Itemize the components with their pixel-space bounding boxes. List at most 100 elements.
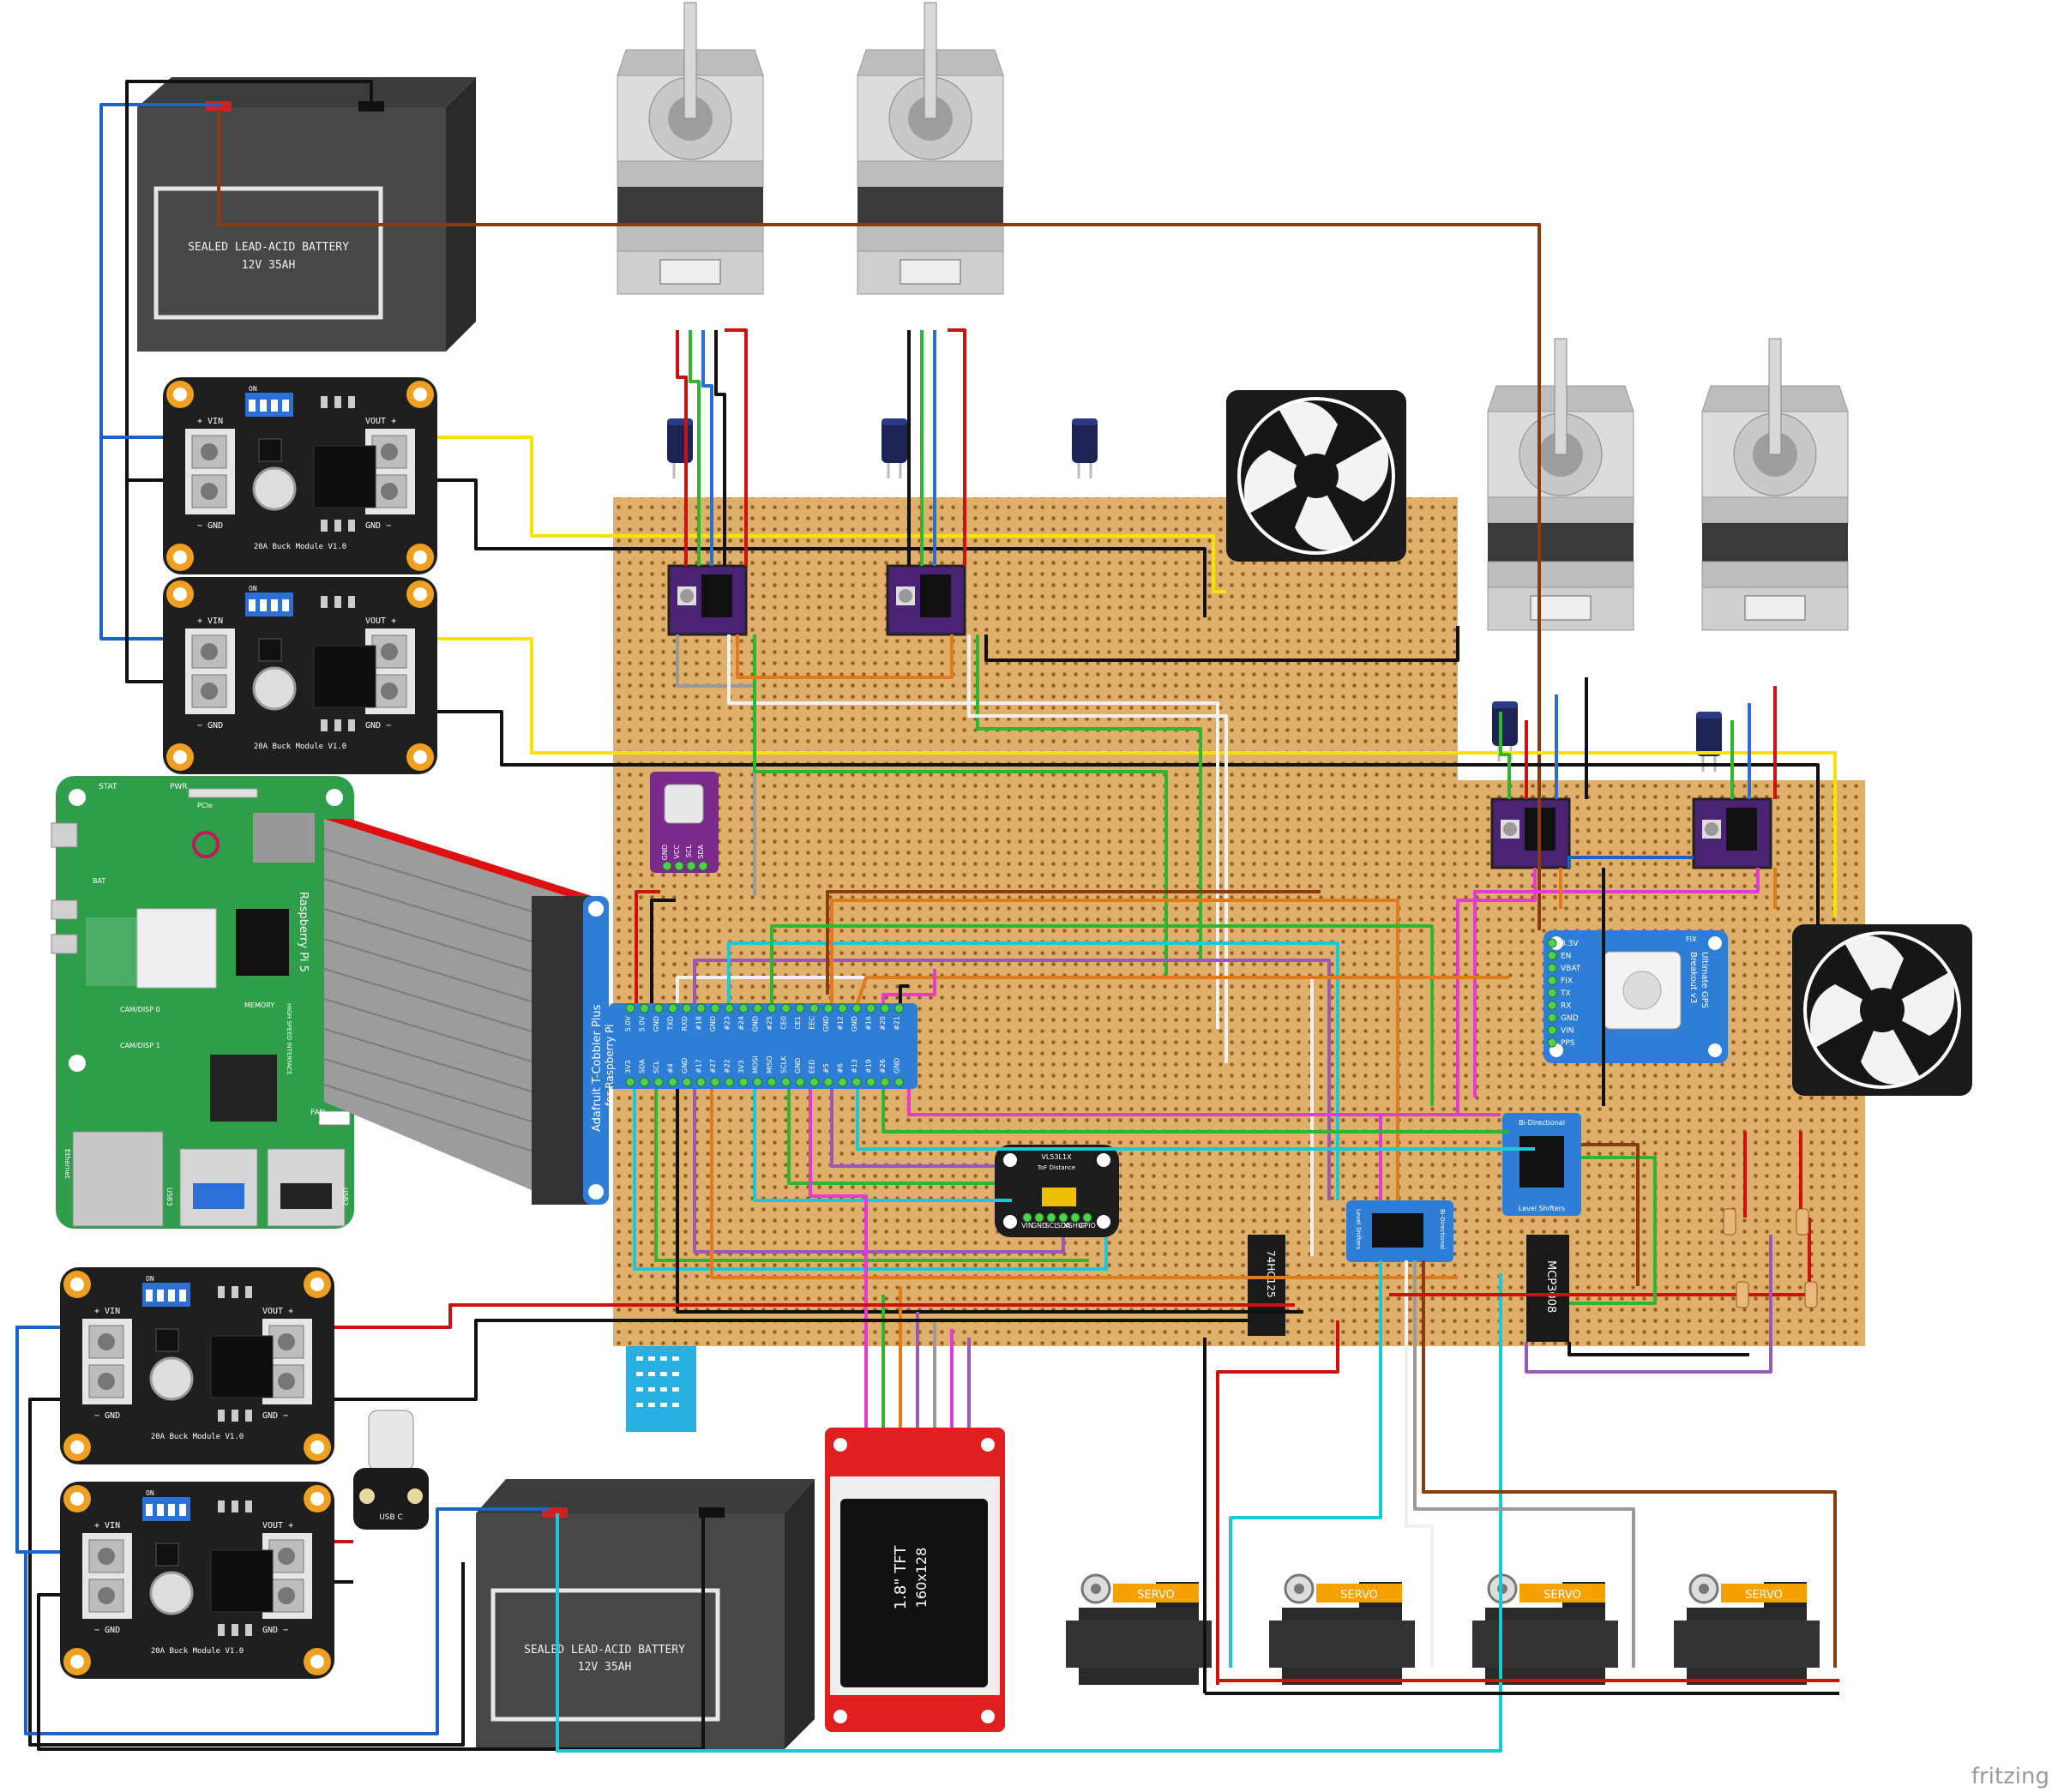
stepper-driver-4 (1692, 797, 1772, 869)
resistors (1723, 1208, 1818, 1308)
tof-pin-label: SDA (1056, 1222, 1071, 1230)
buck-module-2: + VIN VOUT + − GND GND − 20A Buck Module… (161, 575, 439, 776)
buck2-vin: + VIN (197, 616, 223, 626)
cobbler-top-pin-dot (668, 1003, 677, 1013)
cobbler-bottom-pin-label: 3V3 (737, 1060, 745, 1073)
gps-pin-dot (1547, 988, 1557, 998)
cobbler-bottom-pin-dot (640, 1077, 649, 1087)
servo-2-label: SERVO (1340, 1589, 1378, 1602)
tof-pin-label: GND (1032, 1222, 1047, 1230)
buck2-vout: VOUT + (365, 616, 396, 626)
cobbler-top-pin-dot (894, 1003, 904, 1013)
buck4-vout: VOUT + (262, 1521, 293, 1530)
buck4-gnd-right: GND − (262, 1626, 288, 1635)
bme-pin-label: VCC (673, 845, 681, 859)
cobbler-top-pin-dot (880, 1003, 890, 1013)
pi-pcie-label: PCIe (197, 802, 213, 809)
gps-pin-dot (1547, 1037, 1557, 1048)
ribbon-cable (323, 819, 592, 1205)
usb-c-label: USB C (379, 1513, 403, 1522)
cobbler-top-pin-label: EEC (809, 1016, 816, 1030)
cobbler-top-pin-label: #20 (879, 1016, 887, 1031)
cobbler-top-pin-dot (640, 1003, 649, 1013)
cobbler-top-pin-dot (738, 1003, 749, 1013)
capacitor-2 (880, 417, 909, 480)
cobbler-bottom-pin-dot (838, 1077, 847, 1087)
cobbler-bottom-pin-dot (851, 1077, 862, 1087)
cobbler-top-pin-label: GND (851, 1016, 858, 1031)
battery-top-line1: SEALED LEAD-ACID BATTERY (188, 241, 349, 254)
pi-stat-label: STAT (99, 783, 117, 791)
cobbler-top-pin-dot (781, 1003, 791, 1013)
pi-high-speed-label: HIGH SPEED INTERFACE (286, 1003, 292, 1075)
buck4-gnd-left: − GND (94, 1626, 120, 1635)
cobbler-bottom-pin-label: GND (794, 1058, 802, 1073)
tft-line1: 1.8" TFT (892, 1545, 910, 1610)
cobbler-top-pin-label: 5.0V (624, 1015, 632, 1031)
tof-subtitle: ToF Distance (1037, 1164, 1075, 1171)
gps-pin-dot (1547, 963, 1557, 973)
servo-4-label: SERVO (1745, 1589, 1783, 1602)
buck4-vin: + VIN (94, 1521, 120, 1530)
bme-pin-label: SDA (697, 844, 705, 858)
gps-pin-label: RX (1561, 1002, 1571, 1011)
capacitor-1 (665, 417, 695, 480)
servo-1-label: SERVO (1137, 1589, 1175, 1602)
cobbler-bottom-pin-label: GND (681, 1058, 689, 1073)
buffer-74hc125: 74HC125 (1248, 1235, 1285, 1336)
tft-line2: 160x128 (913, 1548, 930, 1609)
cobbler-bottom-pin-dot (725, 1077, 734, 1087)
capacitor-5 (1694, 710, 1724, 773)
cobbler-bottom-pin-dot (795, 1077, 805, 1087)
t-cobbler: Adafruit T-Cobbler Plus for Raspberry Pi… (583, 896, 918, 1205)
buck-module-4: + VIN VOUT + − GND GND − 20A Buck Module… (58, 1480, 336, 1681)
cobbler-bottom-pin-label: GND (894, 1058, 901, 1073)
gps-title: Ultimate GPS (1700, 952, 1709, 1008)
cobbler-top-pin-dot (710, 1003, 720, 1013)
buck2-dip-on: ON (249, 585, 257, 592)
bme-pin-label: GND (661, 845, 669, 860)
stepper-motor-1 (617, 2, 764, 295)
cobbler-top-pin-label: #16 (865, 1016, 873, 1031)
buck1-vin: + VIN (197, 417, 223, 426)
stepper-driver-2 (886, 564, 966, 636)
cobbler-bottom-pin-label: #22 (724, 1059, 731, 1073)
cobbler-top-pin-dot (823, 1003, 833, 1013)
pi-title: Raspberry Pi 5 (297, 892, 310, 972)
gps-pin-dot (1547, 1025, 1557, 1035)
pi-fan-label: FAN (310, 1109, 325, 1117)
adc-mcp3008: MCP3008 (1526, 1235, 1569, 1342)
cobbler-bottom-pin-dot (696, 1077, 706, 1087)
pi-pwr-label: PWR (170, 783, 188, 791)
tof-pin-label: GPIO (1079, 1222, 1096, 1230)
buck1-vout: VOUT + (365, 417, 396, 426)
cobbler-top-pin-label: #21 (894, 1016, 901, 1031)
cobbler-bottom-pin-dot (767, 1077, 777, 1087)
gps-pin-label: VBAT (1561, 965, 1581, 973)
gps-module: Ultimate GPS Breakout v3 FIX 3.3VENVBATF… (1544, 930, 1728, 1063)
buck3-footer: 20A Buck Module V1.0 (151, 1433, 244, 1441)
gps-pin-label: VIN (1561, 1027, 1574, 1036)
cobbler-top-pin-dot (653, 1003, 664, 1013)
cobbler-top-pin-label: CE0 (780, 1016, 788, 1030)
cobbler-top-pin-label: CE1 (794, 1016, 802, 1030)
buck3-gnd-left: − GND (94, 1411, 120, 1421)
cobbler-top-pin-dot (838, 1003, 847, 1013)
tft-display: 1.8" TFT 160x128 (825, 1428, 1005, 1732)
cobbler-bottom-pin-label: 3V3 (624, 1060, 632, 1073)
cobbler-bottom-pin-label: #4 (667, 1063, 675, 1073)
cobbler-top-pin-dot (767, 1003, 777, 1013)
cobbler-top-pin-label: GND (822, 1016, 830, 1031)
buck3-vin: + VIN (94, 1307, 120, 1316)
pi-memory-label: MEMORY (244, 1001, 274, 1009)
cobbler-title: Adafruit T-Cobbler Plus (591, 1004, 604, 1132)
buck1-gnd-left: − GND (197, 521, 223, 531)
cobbler-top-pin-label: #18 (695, 1016, 703, 1031)
cobbler-top-pin-label: #23 (724, 1016, 731, 1031)
tof-pin-label: SCL (1044, 1222, 1058, 1230)
tof-title: VL53L1X (1041, 1153, 1072, 1161)
stepper-driver-1 (667, 564, 748, 636)
cobbler-bottom-pin-label: #27 (709, 1059, 717, 1073)
